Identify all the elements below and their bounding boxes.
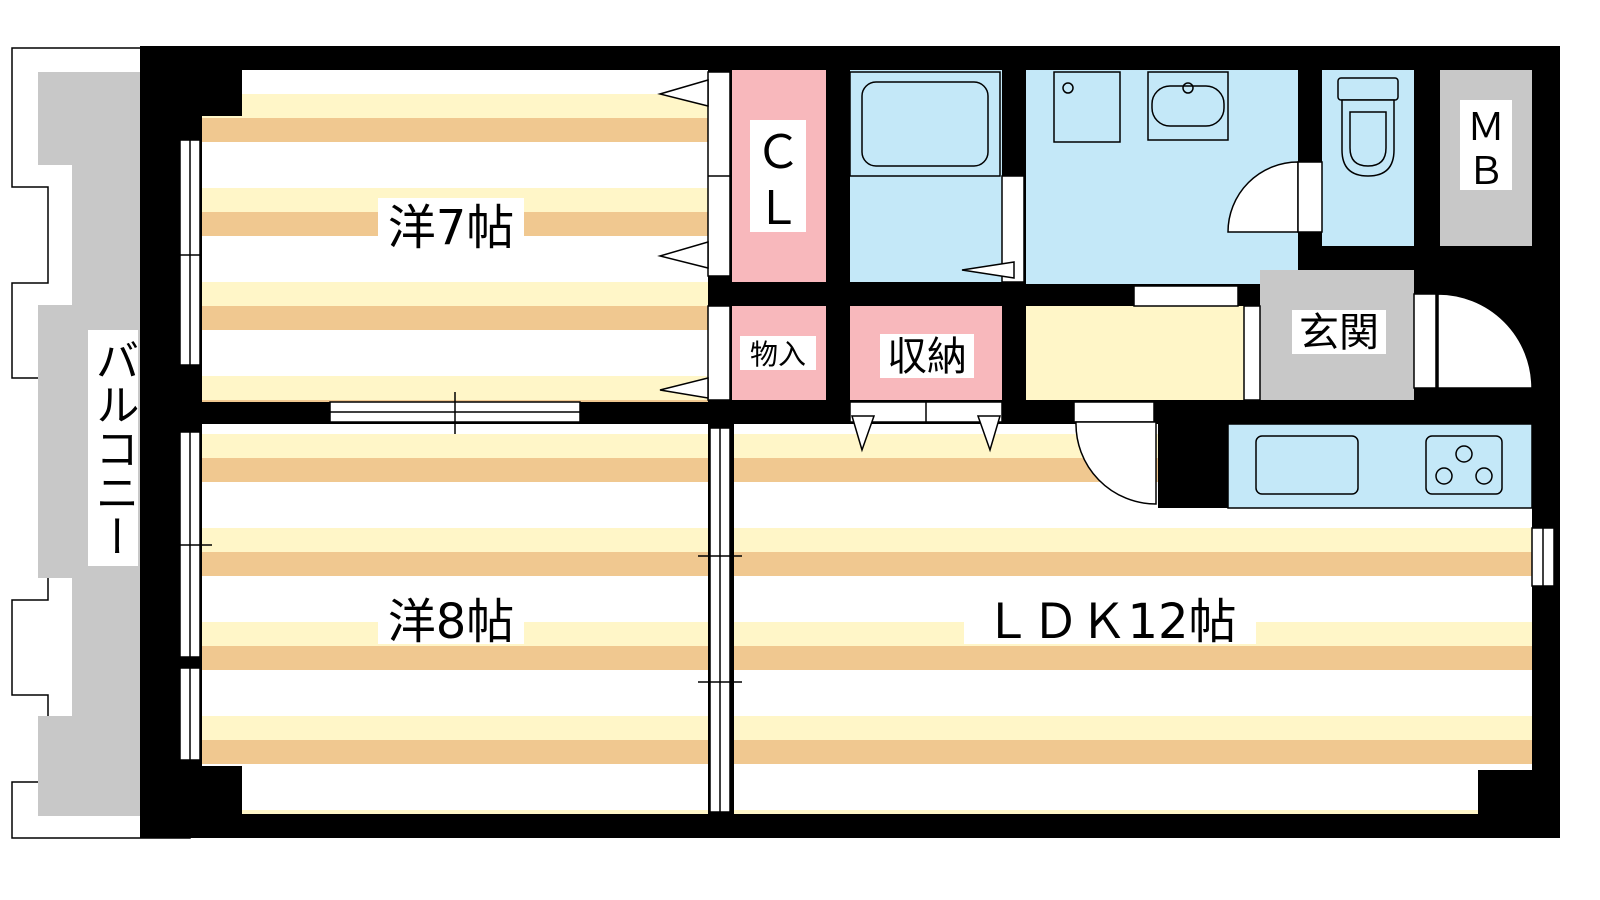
washroom-door [1133, 161, 1323, 307]
sliding-door-west [329, 392, 581, 434]
label-storage: 収納 [887, 334, 967, 380]
closet-doors [657, 71, 731, 401]
washing-machine-pan [1053, 71, 1121, 143]
label-balcony: バルコニー [88, 338, 139, 558]
room-label-ldk: ＬＤＫ12帖 [983, 594, 1236, 650]
sliding-door-ldk [698, 427, 742, 813]
sink-icon [1255, 435, 1359, 495]
label-entrance: 玄関 [1299, 310, 1379, 356]
ldk-window [1531, 527, 1555, 587]
toilet-icon [1337, 77, 1399, 177]
entrance-door [1243, 293, 1533, 401]
hall-floor [1026, 306, 1244, 400]
ldk-door [1073, 401, 1157, 505]
interior-walls [140, 46, 1560, 838]
balcony-windows [166, 139, 212, 761]
stove-icon [1425, 435, 1503, 495]
bathtub [849, 71, 1025, 283]
label-meter-box: ＭＢ [1467, 105, 1505, 193]
wash-basin [1147, 71, 1229, 141]
room-label-western-8: 洋8帖 [388, 594, 515, 650]
storage-doors [849, 401, 1003, 453]
room-label-western-7: 洋7帖 [388, 200, 515, 256]
label-storage-small: 物入 [750, 338, 806, 371]
label-closet: ＣＬ [755, 125, 801, 235]
